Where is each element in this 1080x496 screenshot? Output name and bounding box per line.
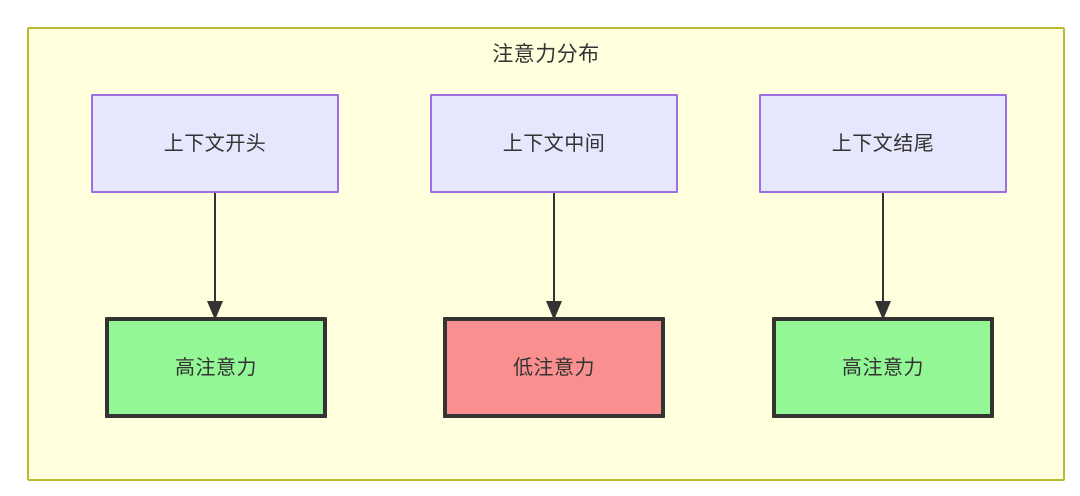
node-context-middle[interactable]: 上下文中间 (430, 94, 678, 193)
edge-context-end-to-high-attention (875, 193, 891, 320)
node-low-attention-middle[interactable]: 低注意力 (443, 317, 665, 418)
node-high-attention-end-label: 高注意力 (842, 356, 924, 379)
node-context-end[interactable]: 上下文结尾 (759, 94, 1007, 193)
node-high-attention-start[interactable]: 高注意力 (105, 317, 327, 418)
node-context-beginning[interactable]: 上下文开头 (91, 94, 339, 193)
diagram-title: 注意力分布 (492, 43, 600, 66)
attention-distribution-group: 注意力分布 上下文开头 高注意力 上下文中间 低注意力 上下文结尾 (27, 27, 1065, 481)
node-high-attention-start-label: 高注意力 (175, 356, 257, 379)
node-context-middle-label: 上下文中间 (502, 132, 606, 155)
node-context-end-label: 上下文结尾 (831, 132, 935, 155)
node-context-beginning-label: 上下文开头 (163, 132, 267, 155)
node-low-attention-middle-label: 低注意力 (513, 356, 595, 379)
edge-context-middle-to-low-attention (546, 193, 562, 320)
node-high-attention-end[interactable]: 高注意力 (772, 317, 994, 418)
edge-context-beginning-to-high-attention (207, 193, 223, 320)
